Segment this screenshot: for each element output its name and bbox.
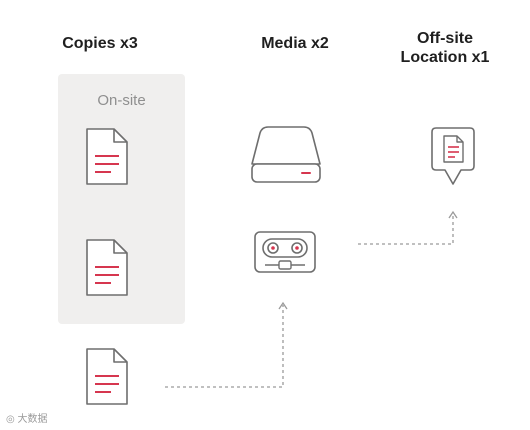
connector-arrow-to-media	[278, 301, 288, 310]
watermark-text: 大数据	[17, 414, 48, 425]
copies-heading: Copies x3	[62, 35, 138, 52]
document-icon	[86, 128, 128, 185]
document-icon	[86, 348, 128, 405]
connector-copy-to-media	[165, 305, 284, 388]
connector-media-to-offsite	[358, 214, 454, 245]
document-icon	[86, 239, 128, 296]
onsite-label: On-site	[97, 92, 146, 109]
hard-drive-icon	[251, 126, 321, 183]
media-heading: Media x2	[261, 35, 329, 52]
watermark-logo-icon: ◎	[6, 414, 15, 425]
location-pin-icon	[431, 127, 475, 185]
tape-cartridge-icon	[254, 231, 316, 273]
connector-arrow-to-offsite	[448, 210, 458, 219]
watermark: ◎ 大数据	[6, 410, 48, 425]
offsite-heading: Off-site Location x1	[400, 30, 490, 66]
